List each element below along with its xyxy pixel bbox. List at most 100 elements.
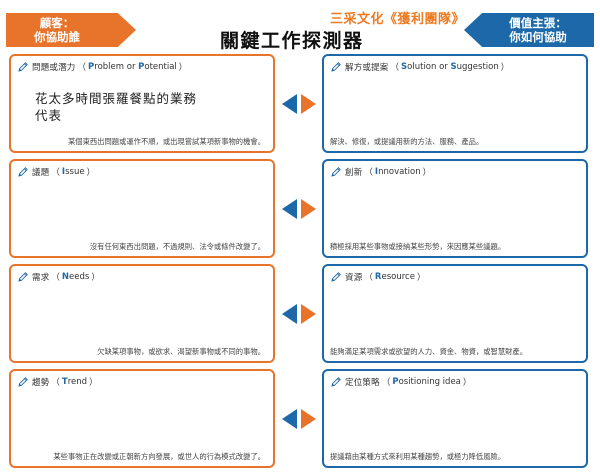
- handwritten-note: 花太多時間張羅餐點的業務代表: [35, 90, 197, 124]
- card-heading: 需求（Needs）: [17, 271, 102, 283]
- card-english-term: Positioning idea: [392, 377, 461, 387]
- arrow-left-icon: [282, 409, 297, 429]
- value-card-1: 創新（Innovation） 積極採用某些事物或接納某些形勢，來因應某些議題。: [322, 159, 588, 258]
- open-paren: （: [364, 273, 373, 283]
- card-heading: 解方或提案（Solution or Suggestion）: [330, 61, 511, 73]
- close-paren: ）: [91, 273, 100, 283]
- pencil-icon: [331, 62, 341, 72]
- term-initial: S: [401, 62, 408, 72]
- close-paren: ）: [462, 378, 472, 388]
- page-title: 關鍵工作探測器: [220, 30, 364, 52]
- term-initial: S: [450, 62, 457, 72]
- open-paren: （: [364, 168, 373, 178]
- pencil-icon: [18, 62, 28, 72]
- term-initial: P: [88, 62, 95, 72]
- card-english-term: Problem or Potential: [88, 62, 177, 72]
- pencil-icon: [331, 377, 341, 387]
- close-paren: ）: [416, 273, 426, 283]
- connector-arrows: [280, 302, 318, 326]
- arrow-right-icon: [301, 304, 316, 324]
- card-heading: 趨勢（Trend）: [17, 376, 100, 388]
- value-card-3: 定位策略（Positioning idea） 提議藉由某種方式來利用某種趨勢，或極…: [322, 369, 588, 468]
- term-text: uggestion: [456, 62, 499, 72]
- card-english-term: Issue: [62, 167, 85, 177]
- arrow-right-icon: [301, 94, 316, 114]
- value-proposition-tag: 價值主張： 你如何協助: [464, 13, 594, 47]
- card-description: 欠缺某項事物，或欲求、渴望新事物或不同的事物。: [97, 347, 265, 356]
- connector-arrows: [280, 197, 318, 221]
- close-paren: ）: [178, 63, 188, 73]
- pencil-icon: [331, 167, 341, 177]
- card-heading: 創新（Innovation）: [330, 166, 433, 178]
- card-heading: 定位策略（Positioning idea）: [330, 376, 473, 388]
- value-card-2: 資源（Resource） 能夠滿足某項需求或欲望的人力、資金、物資，或智慧財產。: [322, 264, 588, 363]
- term-text: ositioning idea: [398, 377, 461, 387]
- customer-card-2: 需求（Needs） 欠缺某項事物，或欲求、渴望新事物或不同的事物。: [9, 264, 275, 363]
- term-initial: N: [61, 272, 70, 282]
- term-text: eeds: [69, 272, 90, 282]
- close-paren: ）: [500, 63, 510, 73]
- term-initial: P: [138, 62, 145, 72]
- card-english-term: Trend: [62, 377, 87, 387]
- open-paren: （: [51, 378, 60, 388]
- open-paren: （: [51, 168, 60, 178]
- card-description: 積極採用某些事物或接納某些形勢，來因應某些議題。: [330, 242, 506, 251]
- card-english-term: Needs: [62, 272, 89, 282]
- value-card-0: 解方或提案（Solution or Suggestion）解決、修復，或提議用新…: [322, 54, 588, 153]
- close-paren: ）: [89, 378, 98, 388]
- card-description: 某個東西出問題或運作不順，或出現嘗試某項新事物的機會。: [67, 137, 265, 146]
- card-description: 提議藉由某種方式來利用某種趨勢，或極力降低風險。: [330, 452, 506, 461]
- card-description: 某些事物正在改變或正朝新方向發展，或世人的行為模式改變了。: [53, 452, 265, 461]
- pencil-icon: [18, 167, 28, 177]
- card-description: 能夠滿足某項需求或欲望的人力、資金、物資，或智慧財產。: [330, 347, 528, 356]
- value-tag-line1: 價值主張：: [509, 16, 567, 30]
- term-text: rend: [67, 377, 88, 387]
- card-title: 解方或提案: [345, 63, 389, 73]
- customer-tag-line2: 你協助誰: [34, 30, 80, 44]
- handwritten-line: 花太多時間張羅餐點的業務: [35, 91, 198, 106]
- arrow-left-icon: [282, 304, 297, 324]
- term-text: roblem or: [94, 62, 139, 72]
- card-heading: 資源（Resource）: [330, 271, 427, 283]
- pencil-icon: [18, 377, 28, 387]
- close-paren: ）: [86, 168, 96, 178]
- card-title: 問題或潛力: [32, 63, 76, 73]
- term-text: ssue: [65, 167, 85, 177]
- term-initial: P: [392, 377, 399, 387]
- customer-card-1: 議題（Issue） 沒有任何東西出問題，不過規則、法令或條件改變了。: [9, 159, 275, 258]
- term-text: esource: [381, 272, 415, 282]
- card-description: 沒有任何東西出問題，不過規則、法令或條件改變了。: [89, 242, 265, 251]
- close-paren: ）: [422, 168, 432, 178]
- pencil-icon: [331, 272, 341, 282]
- card-heading: 問題或潛力（Problem or Potential）: [17, 61, 189, 73]
- term-initial: T: [61, 377, 68, 387]
- card-title: 創新: [345, 168, 363, 178]
- customer-tag-line1: 顧客：: [39, 16, 75, 30]
- card-title: 資源: [345, 273, 363, 283]
- connector-arrows: [280, 407, 318, 431]
- term-initial: R: [374, 272, 382, 282]
- arrow-right-icon: [301, 199, 316, 219]
- value-tag-line2: 你如何協助: [509, 30, 567, 44]
- card-title: 議題: [32, 168, 50, 178]
- customer-card-3: 趨勢（Trend） 某些事物正在改變或正朝新方向發展，或世人的行為模式改變了。: [9, 369, 275, 468]
- card-heading: 議題（Issue）: [17, 166, 97, 178]
- open-paren: （: [51, 273, 60, 283]
- open-paren: （: [390, 63, 400, 73]
- customer-card-0: 問題或潛力（Problem or Potential）花太多時間張羅餐點的業務代…: [9, 54, 275, 153]
- card-english-term: Innovation: [375, 167, 421, 177]
- term-text: olution or: [407, 62, 451, 72]
- term-text: nnovation: [378, 167, 421, 177]
- arrow-left-icon: [282, 199, 297, 219]
- open-paren: （: [77, 63, 87, 73]
- pencil-icon: [18, 272, 28, 282]
- arrow-right-icon: [301, 409, 316, 429]
- term-text: otential: [144, 62, 177, 72]
- card-title: 趨勢: [32, 378, 50, 388]
- customer-tag: 顧客： 你協助誰: [6, 13, 136, 47]
- open-paren: （: [381, 378, 391, 388]
- arrow-left-icon: [282, 94, 297, 114]
- card-title: 需求: [32, 273, 50, 283]
- brand-credit: 三采文化《獲利團隊》: [330, 12, 466, 27]
- card-description: 解決、修復，或提議用新的方法、服務、產品。: [330, 137, 484, 146]
